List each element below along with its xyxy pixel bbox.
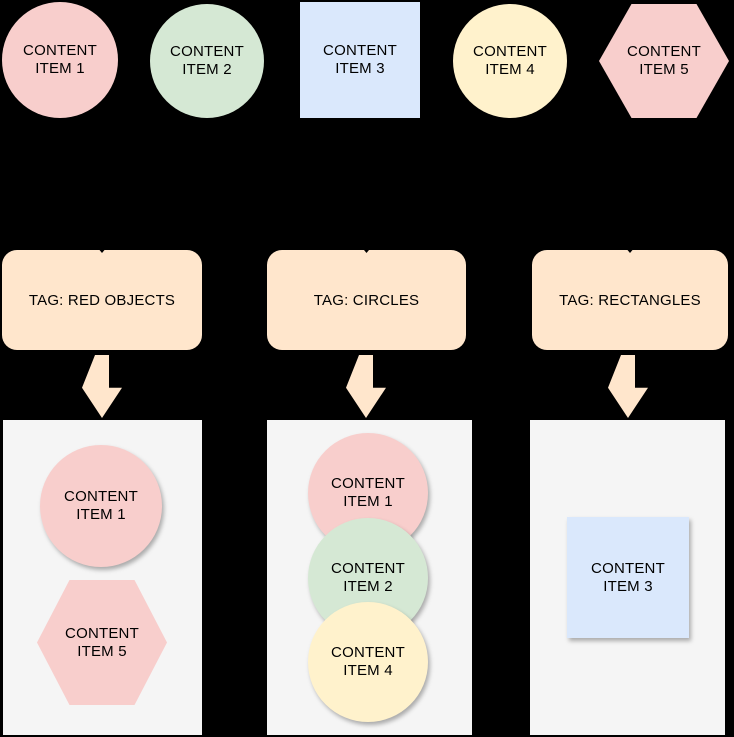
content-item-2-label: CONTENT ITEM 2 [170, 43, 244, 78]
grouped-content-item-5-label: CONTENT ITEM 5 [65, 624, 139, 660]
grouped-content-item-2-label: CONTENT ITEM 2 [331, 560, 405, 595]
tag-red-objects-label: TAG: RED OBJECTS [28, 291, 176, 309]
connector-arrowhead-icon [625, 247, 635, 253]
grouped-content-item-1-label: CONTENT ITEM 1 [64, 488, 138, 523]
tag-rectangles-label: TAG: RECTANGLES [559, 291, 701, 309]
content-item-2: CONTENT ITEM 2 [150, 4, 264, 118]
content-item-1-label: CONTENT ITEM 1 [23, 42, 97, 77]
down-arrow-icon [608, 355, 648, 418]
grouped-content-item-3: CONTENT ITEM 3 [567, 517, 689, 638]
content-item-1: CONTENT ITEM 1 [2, 2, 118, 118]
content-item-4: CONTENT ITEM 4 [453, 4, 567, 118]
grouped-content-item-4-label: CONTENT ITEM 4 [331, 644, 405, 679]
tag-circles-label: TAG: CIRCLES [313, 291, 420, 309]
connector-arrowhead-icon [97, 247, 107, 253]
tag-group-red-objects: CONTENT ITEM 1 CONTENT ITEM 5 [3, 420, 202, 735]
tag-group-rectangles: CONTENT ITEM 3 [530, 420, 725, 735]
grouped-content-item-4: CONTENT ITEM 4 [308, 602, 428, 722]
content-item-4-label: CONTENT ITEM 4 [473, 43, 547, 78]
grouped-content-item-1-label: CONTENT ITEM 1 [331, 475, 405, 510]
down-arrow-icon [346, 355, 386, 418]
connector-arrowhead-icon [361, 247, 372, 253]
tag-rectangles: TAG: RECTANGLES [532, 247, 728, 350]
tag-circles: TAG: CIRCLES [267, 247, 466, 350]
tag-group-circles: CONTENT ITEM 1 CONTENT ITEM 2 CONTENT IT… [267, 420, 472, 735]
grouped-content-item-3-label: CONTENT ITEM 3 [591, 559, 665, 595]
grouped-content-item-1: CONTENT ITEM 1 [40, 445, 162, 567]
content-item-5-label: CONTENT ITEM 5 [627, 43, 701, 78]
content-item-3-label: CONTENT ITEM 3 [323, 42, 397, 77]
grouped-content-item-5: CONTENT ITEM 5 [37, 580, 167, 705]
down-arrow-icon [82, 355, 122, 418]
content-item-5: CONTENT ITEM 5 [599, 4, 729, 118]
tag-red-objects: TAG: RED OBJECTS [2, 247, 202, 350]
content-item-3: CONTENT ITEM 3 [300, 2, 420, 118]
